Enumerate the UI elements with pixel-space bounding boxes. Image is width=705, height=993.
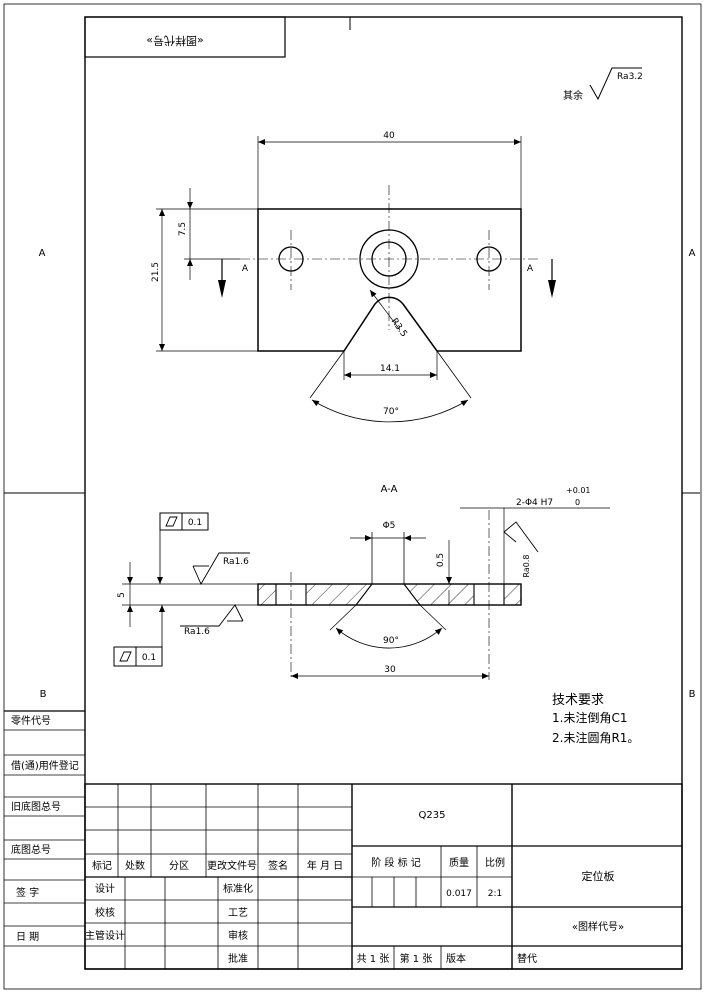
- section-tol-lower: 0: [575, 498, 580, 507]
- tb-sign-standard: 标准化: [223, 882, 253, 895]
- section-mark-left: A: [242, 264, 249, 274]
- tb-drawing-no: «图样代号»: [572, 920, 624, 933]
- plan-dim-height: 21.5: [151, 262, 161, 282]
- left-strip-date: 日 期: [16, 931, 39, 943]
- tb-sheet-total: 共 1 张: [357, 953, 390, 965]
- tb-sign-process: 工艺: [228, 907, 248, 919]
- section-angle-text: 90°: [383, 636, 399, 646]
- section-title: A-A: [381, 484, 398, 495]
- left-strip-part-code: 零件代号: [11, 715, 51, 727]
- section-plate: Φ5 90° 30 5: [113, 486, 610, 680]
- flatness-bottom-value: 0.1: [142, 653, 156, 663]
- zone-letter-right-mid: B: [689, 689, 696, 700]
- hole-left: [278, 246, 304, 272]
- roughness-bottom-value: Ra1.6: [184, 627, 210, 637]
- roughness-hole-value: Ra0.8: [522, 554, 531, 577]
- plan-angle-arc: [311, 399, 469, 423]
- drawing-no-box-text: «图样代号»: [146, 34, 203, 48]
- section-view: A-A: [113, 484, 610, 680]
- tb-rev-header-mark: 标记: [92, 860, 112, 872]
- section-hole-callout: 2-Φ4 H7: [516, 498, 553, 508]
- tb-version-label: 版本: [446, 952, 466, 965]
- section-tol-upper: +0.01: [566, 486, 591, 495]
- left-strip-borrowed: 借(通)用件登记: [11, 759, 79, 772]
- tb-sign-approve: 批准: [228, 952, 248, 965]
- tb-sheet-no: 第 1 张: [400, 952, 433, 965]
- plan-view: 70° 40 21.5: [151, 131, 556, 423]
- hole-right: [476, 246, 502, 272]
- zone-letter-right-top: A: [689, 248, 696, 259]
- counterbore-inner: [371, 241, 407, 277]
- tech-req-item-1: 1.未注倒角C1: [552, 710, 627, 725]
- title-block: [84, 783, 683, 970]
- counterbore-outer: [359, 229, 419, 289]
- tb-scale-value: 2:1: [488, 889, 502, 899]
- tb-material: Q235: [419, 810, 446, 821]
- plan-dim-width: 40: [383, 131, 395, 141]
- left-strip-sign: 签 字: [16, 886, 39, 899]
- roughness-other: 其余 Ra3.2: [563, 67, 643, 102]
- plan-dim-offset: 7.5: [178, 222, 188, 236]
- left-strip-table: [4, 710, 85, 947]
- tb-rev-header-sign: 签名: [268, 859, 288, 872]
- tb-rev-header-count: 处数: [125, 859, 145, 872]
- section-dim-depth: 0.5: [436, 553, 446, 567]
- tb-rev-header-doc: 更改文件号: [207, 859, 257, 872]
- left-strip-base: 底图总号: [11, 843, 51, 856]
- tech-requirements: 技术要求 1.未注倒角C1 2.未注圆角R1。: [552, 693, 639, 745]
- tb-sign-chief: 主管设计: [85, 929, 125, 942]
- tb-sign-review: 审核: [228, 929, 248, 942]
- plan-angle-text: 70°: [383, 407, 399, 417]
- section-dim-dia: Φ5: [383, 521, 396, 531]
- roughness-top-value: Ra1.6: [223, 557, 249, 567]
- drawing-no-box: «图样代号»: [84, 16, 286, 58]
- section-dim-span: 30: [384, 665, 396, 675]
- tb-part-name: 定位板: [582, 869, 615, 883]
- left-strip-old-base: 旧底图总号: [11, 800, 61, 813]
- roughness-other-label: 其余: [563, 89, 583, 102]
- tb-stage-label: 阶 段 标 记: [371, 856, 421, 869]
- tb-sign-check: 校核: [95, 906, 115, 919]
- tb-weight-label: 质量: [449, 857, 469, 869]
- section-angle-arc: [335, 627, 443, 649]
- plan-dim-radius: R3.5: [389, 317, 409, 340]
- section-mark-right: A: [527, 264, 534, 274]
- roughness-other-value: Ra3.2: [617, 72, 643, 82]
- plate-outline: [257, 208, 522, 352]
- zone-letter-left-top: A: [39, 248, 46, 259]
- tb-sign-design: 设计: [95, 882, 115, 895]
- tb-rev-header-date: 年 月 日: [307, 859, 343, 872]
- flatness-frame-top: 0.1: [157, 512, 209, 584]
- flatness-top-value: 0.1: [188, 518, 202, 528]
- tech-req-item-2: 2.未注圆角R1。: [552, 730, 639, 745]
- flatness-frame-bottom: 0.1: [113, 605, 165, 667]
- zone-letter-left-mid: B: [40, 689, 47, 700]
- tb-scale-label: 比例: [485, 856, 505, 869]
- tb-rev-header-zone: 分区: [169, 860, 189, 872]
- plan-dim-slot: 14.1: [380, 364, 400, 374]
- tb-weight-value: 0.017: [446, 889, 472, 899]
- tb-replace-label: 替代: [517, 952, 537, 965]
- section-dim-thick: 5: [117, 592, 127, 598]
- tech-req-title: 技术要求: [552, 693, 604, 708]
